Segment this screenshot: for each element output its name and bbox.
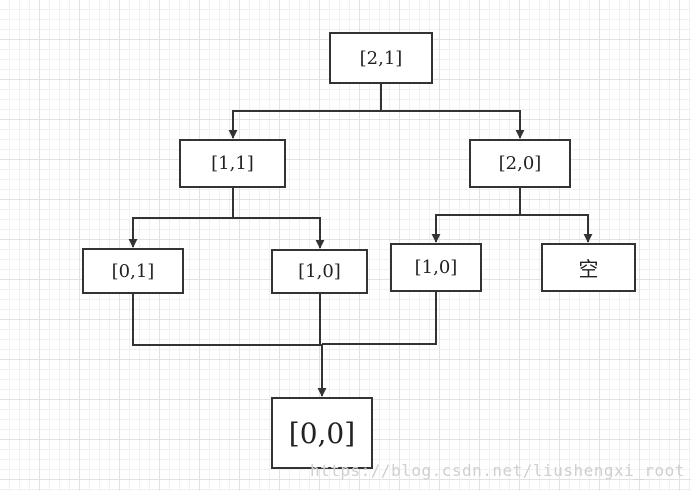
node-l2-d: 空 [541, 243, 636, 292]
node-l1-left: [1,1] [179, 139, 286, 188]
edge-l1-right-to-l2-c [431, 187, 521, 243]
edge-l1-left-to-l2-b [233, 217, 325, 249]
edge-l2-b-to-bottom [317, 293, 327, 397]
edge-l1-right-to-l2-d [520, 214, 593, 243]
edge-l2-a-to-merge [132, 293, 322, 346]
node-l2-b: [1,0] [271, 249, 368, 294]
edge-root-to-l1-right [381, 110, 525, 139]
node-root: [2,1] [329, 32, 433, 84]
edge-root-to-l1-left [228, 84, 382, 139]
node-bottom: [0,0] [271, 397, 373, 469]
edge-l1-left-to-l2-a [128, 187, 234, 248]
watermark-text: https://blog.csdn.net/liushengxi_root [310, 461, 685, 480]
node-l2-c: [1,0] [390, 243, 482, 292]
node-l2-a: [0,1] [82, 248, 184, 294]
edge-l2-c-to-merge [322, 291, 437, 345]
node-l1-right: [2,0] [469, 139, 571, 188]
